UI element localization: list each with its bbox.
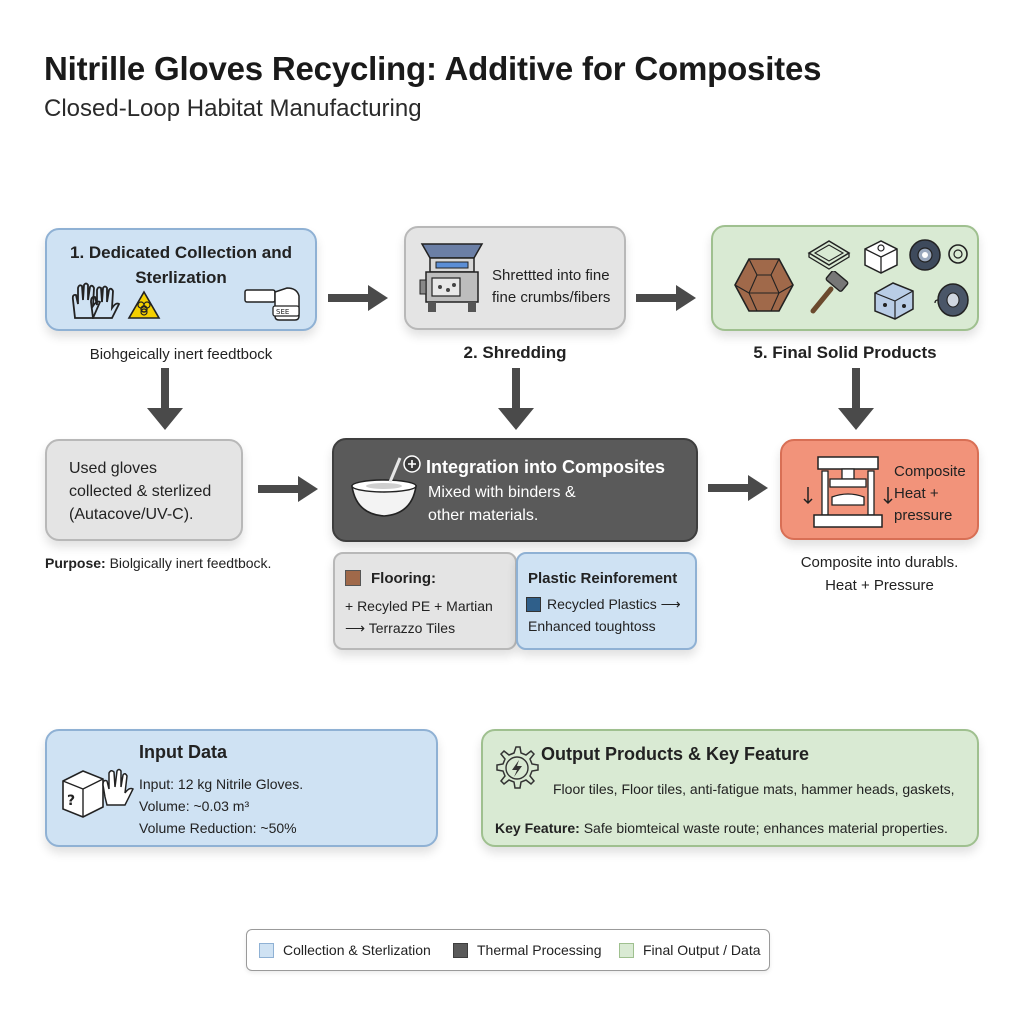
final-products-box <box>711 225 979 331</box>
spray-bottle-icon: SEE <box>244 287 300 321</box>
composite-caption-1: Composite into durabls. <box>800 554 959 571</box>
purpose-label: Purpose: <box>45 555 106 571</box>
integration-line1: Mixed with binders & <box>428 484 576 501</box>
composite-line1: Composite <box>894 463 966 480</box>
input-data-title: Input Data <box>139 742 227 762</box>
hammer-icon <box>810 271 849 314</box>
arrow-down-3 <box>838 368 874 430</box>
input-data-box: Input Data ? Input: 12 kg Nitrile Gloves… <box>45 729 438 847</box>
mixing-bowl-icon <box>351 455 421 517</box>
dice-block-icon <box>874 282 914 320</box>
collection-box: 1. Dedicated Collection and Sterlization… <box>45 228 317 331</box>
integration-box: Integration into Composites Mixed with b… <box>332 438 698 542</box>
flooring-line2: ⟶ Terrazzo Tiles <box>345 620 456 636</box>
legend: Collection & Sterlization Thermal Proces… <box>246 929 770 971</box>
output-title: Output Products & Key Feature <box>541 744 810 764</box>
used-gloves-box: Used gloves collected & sterlized (Autac… <box>45 439 243 541</box>
box-icon: ? <box>62 768 135 818</box>
gear-lightning-icon <box>496 746 539 789</box>
used-gloves-line1: Used gloves <box>69 460 158 477</box>
legend-swatch-thermal <box>453 942 468 958</box>
shredding-line1: Shrettted into fine <box>492 267 610 284</box>
output-key-label: Key Feature: <box>495 820 580 836</box>
shredder-icon <box>419 243 484 312</box>
legend-label-collection: Collection & Sterlization <box>283 942 431 958</box>
legend-item-output: Final Output / Data <box>619 942 761 958</box>
legend-item-collection: Collection & Sterlization <box>259 942 431 958</box>
grid-tile-icon <box>807 240 851 270</box>
plastic-title: Plastic Reinforement <box>528 570 678 587</box>
shredding-line2: fine crumbs/fibers <box>492 289 611 306</box>
arrow-right-1 <box>328 285 388 311</box>
collection-caption: Biohgeically inert feedtbock <box>89 346 273 363</box>
cube-block-icon <box>864 240 898 274</box>
legend-swatch-output <box>619 942 634 958</box>
arrow-right-4 <box>708 475 768 501</box>
composite-line3: pressure <box>894 507 953 524</box>
shredding-box: Shrettted into fine fine crumbs/fibers <box>404 226 626 330</box>
collection-title-line2: Sterlization <box>135 268 227 287</box>
arrow-right-3 <box>258 476 318 502</box>
flooring-title: Flooring: <box>371 570 436 587</box>
input-data-line3: Volume Reduction: ~50% <box>139 820 297 836</box>
legend-item-thermal: Thermal Processing <box>453 942 602 958</box>
arrow-down-2 <box>498 368 534 430</box>
input-data-line1: Input: 12 kg Nitrile Gloves. <box>139 776 304 792</box>
gasket-icon <box>909 239 941 271</box>
legend-label-thermal: Thermal Processing <box>477 942 602 958</box>
plastic-reinforcement-box: Plastic Reinforement Recycled Plastics ⟶… <box>516 552 697 650</box>
arrow-down-1 <box>147 368 183 430</box>
arrow-right-2 <box>636 285 696 311</box>
flooring-line1: + Recyled PE + Martian <box>345 598 493 614</box>
composite-caption-2: Heat + Pressure <box>825 577 934 594</box>
svg-text:?: ? <box>67 793 75 809</box>
input-data-line2: Volume: ~0.03 m³ <box>139 798 250 814</box>
integration-title: Integration into Composites <box>426 457 666 477</box>
legend-swatch-collection <box>259 942 274 958</box>
composite-line2: Heat + <box>894 485 939 502</box>
page-subtitle: Closed-Loop Habitat Manufacturing <box>44 95 422 122</box>
plastic-swatch <box>526 597 541 612</box>
output-line1: Floor tiles, Floor tiles, anti-fatigue m… <box>553 781 955 797</box>
page-title: Nitrille Gloves Recycling: Additive for … <box>44 50 822 87</box>
hexagon-tile-icon <box>734 258 794 312</box>
roller-icon <box>934 283 969 317</box>
composite-box: Composite Heat + pressure <box>780 439 979 540</box>
output-products-box: Output Products & Key Feature Floor tile… <box>481 729 979 847</box>
output-key-text: Safe biomteical waste route; enhances ma… <box>583 820 948 836</box>
biohazard-icon <box>127 290 161 319</box>
small-ring-icon <box>948 244 968 264</box>
final-products-caption: 5. Final Solid Products <box>753 343 937 362</box>
flooring-swatch <box>345 570 361 586</box>
purpose-text: Biolgically inert feedtbock. <box>109 555 272 571</box>
legend-label-output: Final Output / Data <box>643 942 761 958</box>
hydraulic-press-icon <box>803 456 893 528</box>
plastic-line2: Enhanced toughtoss <box>528 618 656 634</box>
plastic-line1: Recycled Plastics ⟶ <box>547 596 681 612</box>
integration-line2: other materials. <box>428 507 539 524</box>
shredding-caption: 2. Shredding <box>463 343 567 362</box>
purpose-line: Purpose: Biolgically inert feedtbock. <box>45 552 271 575</box>
flooring-box: Flooring: + Recyled PE + Martian ⟶ Terra… <box>333 552 517 650</box>
glove-icon <box>71 282 121 319</box>
used-gloves-line3: (Autacove/UV-C). <box>69 506 194 523</box>
used-gloves-line2: collected & sterlized <box>69 483 212 500</box>
svg-text:SEE: SEE <box>276 308 289 316</box>
collection-title-line1: 1. Dedicated Collection and <box>70 243 292 262</box>
output-key-line: Key Feature: Safe biomteical waste route… <box>495 817 948 840</box>
